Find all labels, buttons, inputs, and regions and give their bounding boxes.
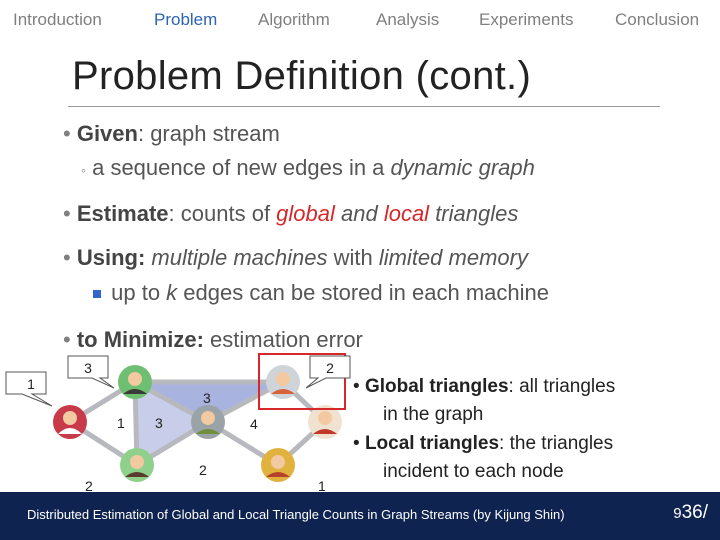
given-text: : graph stream <box>137 121 280 146</box>
nav-item-experiments[interactable]: Experiments <box>479 10 574 29</box>
using-italic-2: limited memory <box>378 245 528 270</box>
triangle-lower-fill <box>135 382 208 465</box>
definition-global: • Global triangles: all triangles in the… <box>353 373 615 429</box>
node-label: 2 <box>85 478 93 492</box>
local-label: Local triangles <box>364 433 500 454</box>
local-text-2: incident to each node <box>383 461 564 482</box>
global-text-2: in the graph <box>383 404 484 425</box>
nav-item-analysis[interactable]: Analysis <box>376 10 440 29</box>
sub-bullet-using: up to k edges can be stored in each mach… <box>93 280 549 306</box>
page-current: 36 <box>681 502 703 523</box>
bullet-dot: • <box>353 433 365 454</box>
callout-label: 3 <box>84 360 92 376</box>
global-label: Global triangles <box>364 376 509 397</box>
using-italic-1: multiple machines <box>145 245 328 270</box>
callout-bubble: 2 <box>305 355 351 389</box>
global-text: : all triangles <box>508 376 616 397</box>
sub-bullet-given: ◦ a sequence of new edges in a dynamic g… <box>81 155 535 181</box>
bullet-dot: • <box>63 121 71 146</box>
using-sub-prefix: up to <box>111 280 167 305</box>
nav-item-introduction[interactable]: Introduction <box>13 10 102 29</box>
page-prefix: 9 <box>673 505 682 522</box>
highlight-box <box>258 353 346 410</box>
estimate-triangles: triangles <box>429 201 519 226</box>
given-label: Given <box>76 121 138 146</box>
bullet-dot: • <box>63 245 71 270</box>
node-label: 2 <box>199 462 207 478</box>
given-sub-italic: dynamic graph <box>390 155 535 180</box>
minimize-text: estimation error <box>203 327 363 352</box>
avatar <box>120 448 154 482</box>
local-text: : the triangles <box>499 433 614 454</box>
footer-bar: Distributed Estimation of Global and Loc… <box>0 492 720 540</box>
avatar <box>118 365 152 399</box>
using-sub-suffix: edges can be stored in each machine <box>177 280 549 305</box>
node-label: 3 <box>155 415 163 431</box>
nav-item-problem[interactable]: Problem <box>154 10 218 29</box>
using-label: Using: <box>76 245 146 270</box>
footer-citation: Distributed Estimation of Global and Loc… <box>27 507 565 522</box>
avatar <box>53 405 87 439</box>
callout-bubble: 3 <box>67 355 115 389</box>
callout-bubble: 1 <box>5 371 53 407</box>
bullet-dot: • <box>63 327 71 352</box>
avatar <box>266 365 300 399</box>
estimate-global: global <box>276 201 335 226</box>
using-sub-k: k <box>166 280 178 305</box>
title-divider <box>68 106 660 107</box>
estimate-local: local <box>383 201 430 226</box>
avatar <box>308 405 342 439</box>
bullet-dot: • <box>353 376 365 397</box>
nav-item-conclusion[interactable]: Conclusion <box>615 10 700 29</box>
node-label: 4 <box>250 416 258 432</box>
estimate-label: Estimate <box>76 201 169 226</box>
triangle-upper-fill <box>135 382 283 422</box>
definition-local: • Local triangles: the triangles inciden… <box>353 430 613 486</box>
node-label: 1 <box>117 415 125 431</box>
avatar <box>261 448 295 482</box>
estimate-and: and <box>334 201 384 226</box>
callout-label: 2 <box>326 360 334 376</box>
bullet-minimize: • to Minimize: estimation error <box>63 327 363 353</box>
bullet-given: • Given: graph stream <box>63 121 280 147</box>
sub-bullet-square <box>93 290 101 299</box>
section-nav: Introduction Problem Algorithm Analysis … <box>0 0 720 40</box>
callout-label: 1 <box>27 376 35 392</box>
estimate-text: : counts of <box>168 201 277 226</box>
page-number: 936/ <box>673 502 708 524</box>
using-with: with <box>327 245 379 270</box>
bullet-dot: • <box>63 201 71 226</box>
triangle-graph-diagram: 1 3 2 1 2 3 4 3 2 1 <box>5 353 351 492</box>
sub-bullet-circle: ◦ <box>81 162 86 178</box>
slide-title: Problem Definition (cont.) <box>72 54 532 98</box>
minimize-label: to Minimize: <box>76 327 204 352</box>
node-label: 1 <box>318 478 326 492</box>
avatar <box>191 405 225 439</box>
given-sub-text: a sequence of new edges in a <box>92 155 391 180</box>
bullet-using: • Using: multiple machines with limited … <box>63 245 528 271</box>
nav-item-algorithm[interactable]: Algorithm <box>258 10 330 29</box>
bullet-estimate: • Estimate: counts of global and local t… <box>63 201 518 227</box>
page-sep: / <box>702 502 708 523</box>
node-label: 3 <box>203 390 211 406</box>
